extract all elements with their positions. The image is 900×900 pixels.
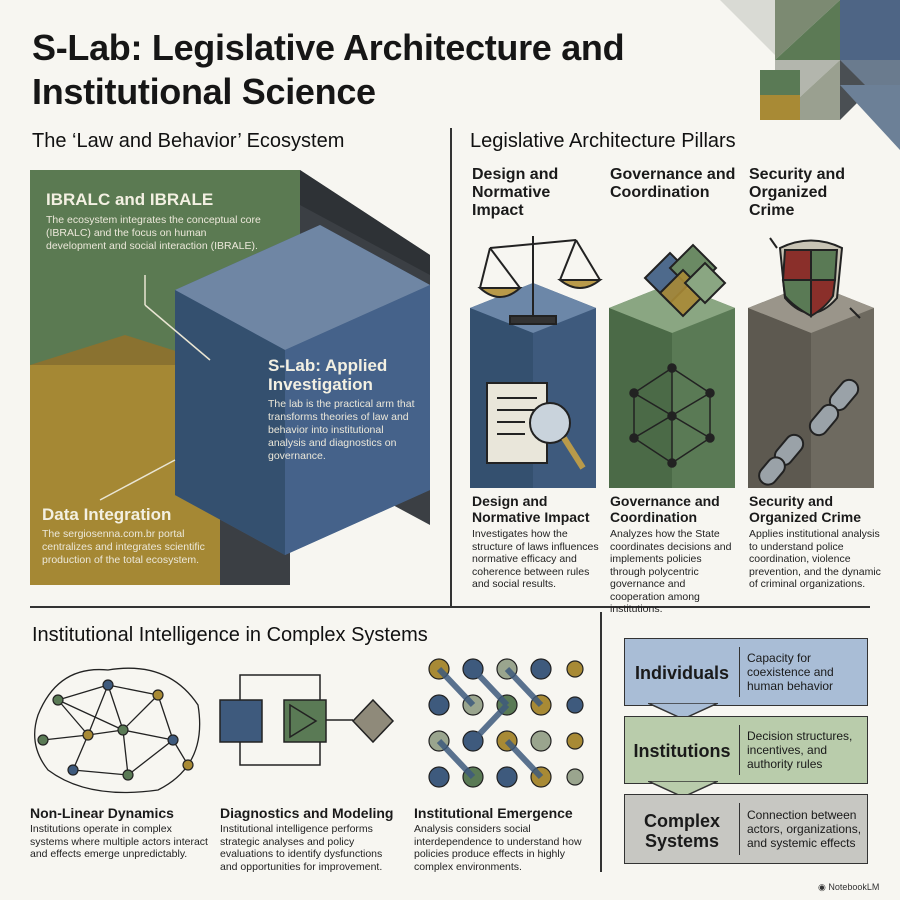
corner-decoration [720, 0, 900, 150]
watermark: ◉ NotebookLM [818, 882, 879, 893]
layer-desc-complex-systems: Connection between actors, organizations… [747, 808, 862, 850]
nonlinear-network-icon [34, 667, 201, 794]
ecosystem-heading: The ‘Law and Behavior’ Ecosystem [32, 130, 345, 152]
pillars-illustration [470, 236, 874, 488]
slab-title: S-Lab: Applied Investigation [268, 356, 388, 394]
layer-institutions: Institutions Decision structures, incent… [624, 716, 868, 784]
intel-text-diagnostics: Institutional intelligence performs stra… [220, 823, 383, 873]
diamonds-icon [643, 243, 727, 318]
document-magnifier-icon [486, 382, 586, 470]
pillar-text-design: Investigates how the structure of laws i… [472, 528, 599, 590]
page-title: S-Lab: Legislative Architecture and Inst… [32, 27, 625, 112]
diagnostics-flow-icon [219, 674, 395, 766]
ibralc-text: The ecosystem integrates the conceptual … [46, 214, 261, 252]
pillar-top-label-security: Security and Organized Crime [749, 166, 846, 219]
layer-desc-institutions: Decision structures, incentives, and aut… [747, 729, 853, 771]
data-integration-text: The sergiosenna.com.br portal centralize… [42, 528, 205, 566]
layer-arrow-down [648, 703, 718, 719]
layer-divider [739, 647, 740, 697]
section-divider-vertical-lower [600, 612, 602, 872]
pillar-title-governance: Governance and Coordination [610, 493, 720, 525]
section-divider-horizontal [30, 606, 870, 608]
pillar-text-security: Applies institutional analysis to unders… [749, 528, 881, 590]
layer-complex-systems: Complex Systems Connection between actor… [624, 794, 868, 864]
layer-individuals: Individuals Capacity for coexistence and… [624, 638, 868, 706]
data-integration-title: Data Integration [42, 505, 172, 524]
layer-divider [739, 803, 740, 855]
pillar-text-governance: Analyzes how the State coordinates decis… [610, 528, 732, 615]
shield-icon [769, 237, 861, 319]
layer-name-complex-systems: Complex Systems [643, 811, 721, 851]
scales-icon [477, 236, 603, 325]
ibralc-title: IBRALC and IBRALE [46, 190, 214, 209]
slab-text: The lab is the practical arm that transf… [268, 398, 415, 462]
layer-name-individuals: Individuals [634, 663, 730, 683]
intel-title-nonlinear: Non-Linear Dynamics [30, 805, 174, 821]
layer-desc-individuals: Capacity for coexistence and human behav… [747, 651, 834, 693]
ecosystem-diagram [30, 170, 430, 585]
pillars-heading: Legislative Architecture Pillars [470, 130, 736, 152]
layer-name-institutions: Institutions [633, 741, 731, 761]
intel-title-diagnostics: Diagnostics and Modeling [220, 805, 394, 821]
layer-arrow-down [648, 781, 718, 797]
emergence-pattern-icon [428, 658, 584, 788]
intelligence-heading: Institutional Intelligence in Complex Sy… [32, 624, 428, 646]
section-divider-vertical [450, 128, 452, 606]
broken-chain-icon [758, 378, 860, 486]
pillar-top-label-design: Design and Normative Impact [472, 166, 559, 219]
watermark-label: NotebookLM [828, 882, 880, 892]
intel-text-emergence: Analysis considers social interdependenc… [414, 823, 582, 873]
intel-title-emergence: Institutional Emergence [414, 805, 573, 821]
layer-divider [739, 725, 740, 775]
pillar-title-security: Security and Organized Crime [749, 493, 862, 525]
intel-text-nonlinear: Institutions operate in complex systems … [30, 823, 208, 860]
watermark-logo-icon: ◉ [818, 882, 826, 892]
network-icon [629, 363, 715, 468]
pillar-title-design: Design and Normative Impact [472, 493, 590, 525]
pillar-top-label-governance: Governance and Coordination [610, 166, 736, 201]
